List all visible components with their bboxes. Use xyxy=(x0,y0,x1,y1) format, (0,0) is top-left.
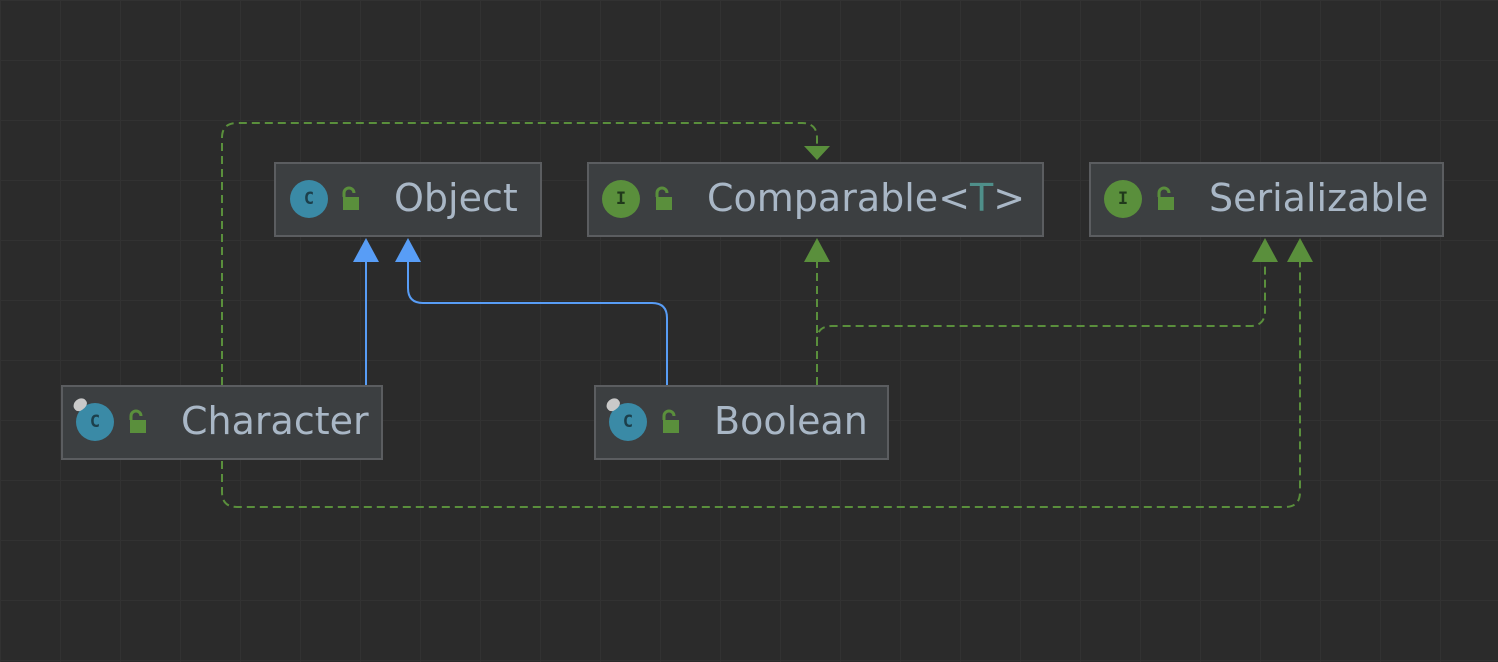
node-object[interactable]: C Object xyxy=(274,162,542,237)
node-label: Boolean xyxy=(714,399,868,443)
unlocked-icon xyxy=(342,186,359,210)
final-class-icon: C xyxy=(76,403,114,441)
type-open-bracket: < xyxy=(938,176,971,220)
node-character[interactable]: C Character xyxy=(61,385,383,460)
node-label: Character xyxy=(181,399,369,443)
node-label: Serializable xyxy=(1209,176,1429,220)
arrowhead-serializable-right xyxy=(1287,238,1313,262)
arrowhead-object-right xyxy=(395,238,421,262)
interface-icon: I xyxy=(1104,180,1142,218)
arrowhead-comparable-bottom xyxy=(804,238,830,262)
edge-boolean-object xyxy=(407,262,668,385)
arrowhead-object-left xyxy=(353,238,379,262)
node-label: Object xyxy=(394,176,518,220)
arrowhead-comparable-top xyxy=(804,146,830,160)
class-name: Comparable xyxy=(707,176,939,220)
type-parameter: T xyxy=(970,176,994,220)
node-label: Comparable<T> xyxy=(707,176,1025,220)
class-icon: C xyxy=(290,180,328,218)
node-boolean[interactable]: C Boolean xyxy=(594,385,889,460)
unlocked-icon xyxy=(662,409,679,433)
node-serializable[interactable]: I Serializable xyxy=(1089,162,1444,237)
unlocked-icon xyxy=(129,409,146,433)
unlocked-icon xyxy=(1157,186,1174,210)
edge-character-serializable xyxy=(221,262,1301,508)
unlocked-icon xyxy=(655,186,672,210)
arrowhead-serializable-left xyxy=(1252,238,1278,262)
edge-character-comparable xyxy=(221,122,818,385)
edge-boolean-serializable xyxy=(816,262,1266,345)
final-class-icon: C xyxy=(609,403,647,441)
node-comparable[interactable]: I Comparable<T> xyxy=(587,162,1044,237)
type-close-bracket: > xyxy=(993,176,1026,220)
interface-icon: I xyxy=(602,180,640,218)
